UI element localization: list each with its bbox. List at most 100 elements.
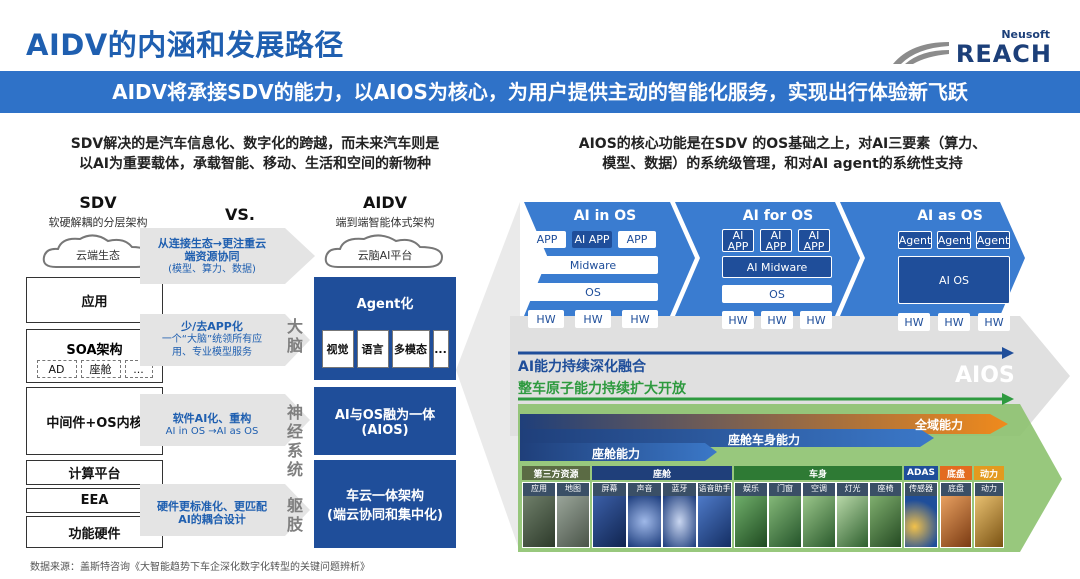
body-char-2: 肢 (286, 515, 303, 534)
col1-midware: Midware (528, 256, 658, 274)
body-char-1: 躯 (286, 496, 303, 515)
tile-apps-label: 应用 (531, 484, 547, 493)
arrow2-sub1: 一个“大脑”统领所有应 (161, 334, 263, 345)
tile-ac-label: 空调 (811, 484, 827, 493)
aidv-agent-label: Agent化 (356, 297, 414, 312)
col2-os: OS (722, 285, 832, 303)
nerve-char-2: 经 (286, 422, 303, 441)
aidv-title: AIDV (363, 193, 407, 212)
tile-ac: 空调 (802, 482, 836, 548)
arrow1-bold2: 端资源协同 (184, 250, 240, 263)
tile-seats: 座椅 (869, 482, 902, 548)
stripe-cockpit-body-label: 座舱车身能力 (728, 433, 801, 447)
tile-apps: 应用 (522, 482, 556, 548)
tile-chassis-label: 底盘 (948, 484, 964, 493)
right-heading-line1: AIOS的核心功能是在SDV 的OS基础之上，对AI三要素（算力、 (578, 136, 987, 152)
soa-item-ad: AD (36, 360, 77, 378)
arrow4-bold2: AI的耦合设计 (178, 513, 246, 526)
col2-app-1: AI APP (722, 229, 754, 252)
left-heading-line2: 以AI为重要载体，承载智能、移动、生活和空间的新物种 (78, 156, 432, 172)
aidv-cloud-icon (324, 234, 444, 268)
agent-item-multimodal: 多模态 (391, 330, 430, 368)
col3-agent-3: Agent (976, 231, 1010, 249)
col1-hw-1: HW (528, 310, 564, 328)
aidv-cloud-label: 云脑AI平台 (357, 249, 413, 262)
col2-app-2: AI APP (760, 229, 792, 252)
soa-item-cockpit: 座舱 (80, 360, 121, 378)
tile-sensors: 传感器 (904, 482, 938, 548)
agent-item-vision: 视觉 (321, 330, 354, 368)
sdv-title: SDV (79, 193, 117, 212)
tile-doors: 门窗 (768, 482, 802, 548)
nerve-label: 神 经 系 统 (286, 403, 304, 479)
col2-hw-1: HW (722, 311, 754, 329)
tile-lights: 灯光 (836, 482, 869, 548)
agent-item-language: 语言 (356, 330, 389, 368)
ai-fusion-label: AI能力持续深化融合 (518, 359, 647, 375)
right-heading-line2: 模型、数据）的系统级管理，和对AI agent的系统性支持 (602, 156, 963, 172)
arrow1-sub: (模型、算力、数据) (168, 264, 256, 275)
col1-title: AI in OS (573, 208, 637, 224)
col3-agent-2: Agent (937, 231, 971, 249)
cat-thirdparty: 第三方资源 (522, 466, 590, 480)
tile-entertainment-label: 娱乐 (743, 484, 759, 493)
arrow3-text: 软件AI化、重构 AI in OS →AI as OS (142, 412, 282, 438)
tile-bluetooth: 蓝牙 (662, 482, 697, 548)
cat-adas: ADAS (904, 466, 938, 480)
col1-os: OS (528, 283, 658, 301)
nerve-char-1: 神 (286, 403, 303, 422)
logo-neusoft: Neusoft (1001, 28, 1050, 41)
col3-hw-2: HW (938, 313, 970, 331)
arrow4-text: 硬件更标准化、更匹配 AI的耦合设计 (142, 500, 282, 526)
col3-hw-3: HW (978, 313, 1010, 331)
col1-app-3: APP (618, 231, 656, 248)
col2-title: AI for OS (742, 208, 814, 224)
page-title: AIDV的内涵和发展路径 (26, 28, 344, 62)
col3-hw-1: HW (898, 313, 930, 331)
aidv-aios-line1: AI与OS融为一体 (334, 408, 436, 423)
tile-voice-label: 语音助手 (698, 484, 731, 493)
atomic-open-label: 整车原子能力持续扩大开放 (518, 381, 686, 397)
col1-hw-3: HW (622, 310, 658, 328)
nerve-char-3: 系 (286, 441, 303, 460)
col3-aios: AI OS (898, 256, 1010, 304)
aidv-aios-line2: (AIOS) (361, 423, 409, 438)
col1-app-1: APP (528, 231, 566, 248)
tile-bluetooth-label: 蓝牙 (671, 484, 688, 493)
tile-screen-label: 屏幕 (601, 484, 618, 493)
sdv-compute-layer: 计算平台 (26, 460, 163, 485)
stripe-cockpit-label: 座舱能力 (592, 447, 641, 461)
tile-entertainment: 娱乐 (734, 482, 768, 548)
arrow2-text: 少/去APP化 一个“大脑”统领所有应 用、专业模型服务 (142, 320, 282, 359)
brain-char-1: 大 (286, 317, 303, 336)
sdv-subtitle: 软硬解耦的分层架构 (48, 216, 148, 229)
arrow4-bold: 硬件更标准化、更匹配 (157, 500, 267, 513)
cat-power: 动力 (974, 466, 1004, 480)
col1-hw-2: HW (575, 310, 611, 328)
cat-body: 车身 (734, 466, 902, 480)
data-source: 数据来源：盖斯特咨询《大智能趋势下车企深化数字化转型的关键问题辨析》 (30, 562, 370, 573)
aidv-subtitle: 端到端智能体式架构 (335, 216, 435, 229)
right-heading: AIOS的核心功能是在SDV 的OS基础之上，对AI三要素（算力、 模型、数据）… (510, 134, 1055, 174)
sdv-soa-label: SOA架构 (66, 343, 123, 358)
agent-item-more: ... (432, 330, 449, 368)
tile-sensors-label: 传感器 (909, 484, 933, 493)
col3-title: AI as OS (917, 208, 983, 224)
arrow3-sub: AI in OS →AI as OS (165, 426, 259, 437)
col3-agent-1: Agent (898, 231, 932, 249)
tile-voice: 语音助手 (697, 482, 732, 548)
col2-hw-3: HW (800, 311, 832, 329)
aidv-carcloud-line2: (端云协同和集中化) (327, 508, 443, 523)
expansion-funnel (456, 202, 520, 552)
cat-cockpit: 座舱 (592, 466, 732, 480)
banner: AIDV将承接SDV的能力，以AIOS为核心，为用户提供主动的智能化服务，实现出… (0, 71, 1080, 113)
sdv-cloud-label: 云端生态 (76, 249, 120, 262)
arrow1-text: 从连接生态→更注重云 端资源协同 (模型、算力、数据) (142, 237, 282, 276)
progression-lines (518, 347, 1014, 405)
aidv-carcloud-line1: 车云一体架构 (345, 489, 424, 504)
col2-hw-2: HW (761, 311, 793, 329)
arrow2-bold: 少/去APP化 (181, 320, 243, 333)
tile-power: 动力 (974, 482, 1004, 548)
logo-swoosh-icon (893, 42, 949, 64)
stripe-global-label: 全域能力 (915, 418, 964, 432)
